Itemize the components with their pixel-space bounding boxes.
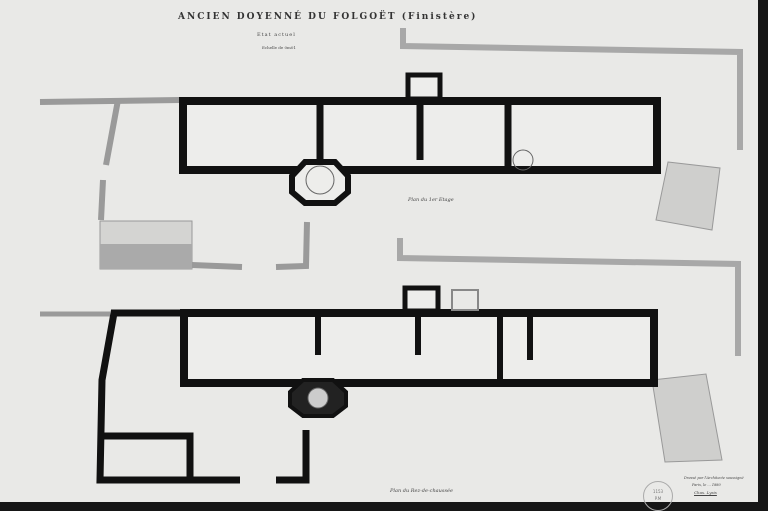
partitions-lower [315,313,533,383]
drawing-title: ANCIEN DOYENNÉ DU FOLGOËT (Finistère) [178,12,478,22]
drawing-subtitle: Etat actuel [257,32,296,38]
courtyard-wall-upper-left [39,97,310,270]
left-wing-lower [96,309,310,484]
stamp-number: 1153 [652,489,664,494]
upper-plan-label: Plan du 1er Etage [408,197,454,203]
annex-upper-right [655,161,721,231]
spiral-stair-upper-right [512,149,534,171]
scale-note: Echelle de 0m01 [262,45,296,50]
stamp-code: P.M [654,496,662,501]
annex-lower-right [651,373,723,463]
signature-line-1: Dressé par l'Architecte soussigné [684,476,744,480]
chimney-tower-upper [405,72,443,102]
chimney-tower-lower [402,285,441,314]
spiral-stair-upper [305,165,335,195]
archive-stamp: 1153 P.M [643,481,673,511]
boundary-wall-lower [397,238,741,356]
well-lower [451,289,479,311]
lower-plan-label: Plan du Rez-de-chaussée [390,488,453,494]
boundary-wall-upper [400,28,743,150]
lower-floor-plan [40,238,741,484]
signature-line-2: Paris, le ... 1880 [692,483,721,487]
outbuilding-upper-shade [100,244,192,269]
spiral-stair-lower [307,387,329,409]
stair-tower-upper [289,159,351,206]
upper-floor-plan [39,28,743,270]
partitions-upper [316,101,512,170]
signature-name: Chas. Lysis [694,490,717,495]
